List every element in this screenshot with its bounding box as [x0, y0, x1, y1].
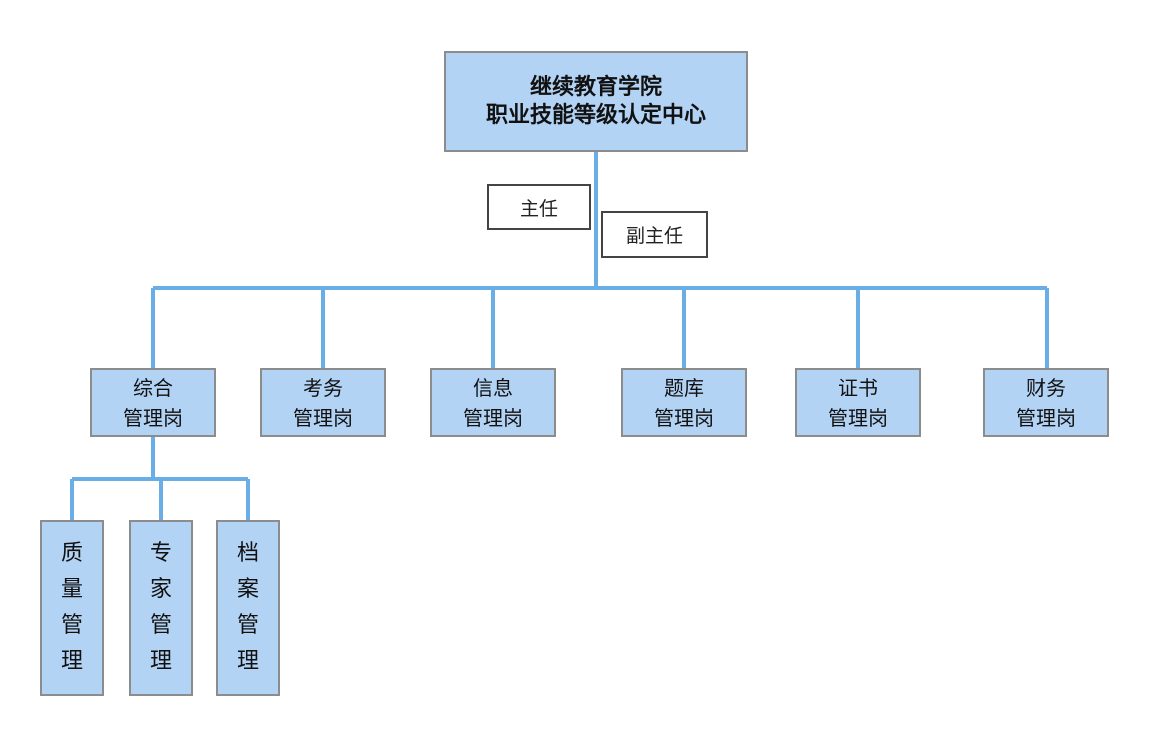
dept-certificate: 证书 管理岗: [795, 368, 921, 437]
root-title-line2: 职业技能等级认定中心: [485, 102, 706, 128]
sub-char: 理: [149, 649, 172, 674]
director-label: 主任: [487, 184, 591, 230]
deputy-director-text: 副主任: [625, 225, 683, 247]
dept-information: 信息 管理岗: [430, 368, 556, 437]
root-title-line1: 继续教育学院: [529, 74, 662, 100]
sub-char: 家: [149, 577, 172, 602]
director-text: 主任: [519, 197, 558, 220]
dept-name: 综合: [133, 375, 173, 400]
dept-question-bank: 题库 管理岗: [621, 368, 747, 437]
sub-char: 管: [236, 613, 259, 638]
sub-quality-management: 质 量 管 理: [40, 520, 104, 696]
sub-char: 质: [60, 541, 83, 566]
dept-post: 管理岗: [828, 405, 888, 430]
dept-name: 财务: [1026, 375, 1066, 400]
dept-post: 管理岗: [463, 405, 523, 430]
sub-char: 理: [236, 649, 259, 674]
dept-general-management: 综合 管理岗: [90, 368, 216, 437]
sub-char: 专: [149, 541, 172, 566]
dept-finance: 财务 管理岗: [983, 368, 1109, 437]
dept-name: 证书: [838, 375, 878, 400]
sub-char: 理: [60, 649, 83, 674]
dept-name: 题库: [664, 375, 704, 400]
dept-post: 管理岗: [654, 405, 714, 430]
sub-char: 量: [60, 577, 83, 602]
dept-name: 考务: [303, 375, 343, 400]
dept-post: 管理岗: [1016, 405, 1076, 430]
dept-exam-affairs: 考务 管理岗: [260, 368, 386, 437]
root-node: 继续教育学院 职业技能等级认定中心: [444, 51, 748, 152]
sub-char: 档: [236, 541, 259, 566]
sub-archive-management: 档 案 管 理: [216, 520, 280, 696]
deputy-director-label: 副主任: [601, 211, 708, 258]
sub-char: 管: [149, 613, 172, 638]
sub-expert-management: 专 家 管 理: [129, 520, 193, 696]
sub-char: 案: [236, 577, 259, 602]
dept-post: 管理岗: [123, 405, 183, 430]
dept-name: 信息: [473, 375, 513, 400]
sub-char: 管: [60, 613, 83, 638]
dept-post: 管理岗: [293, 405, 353, 430]
